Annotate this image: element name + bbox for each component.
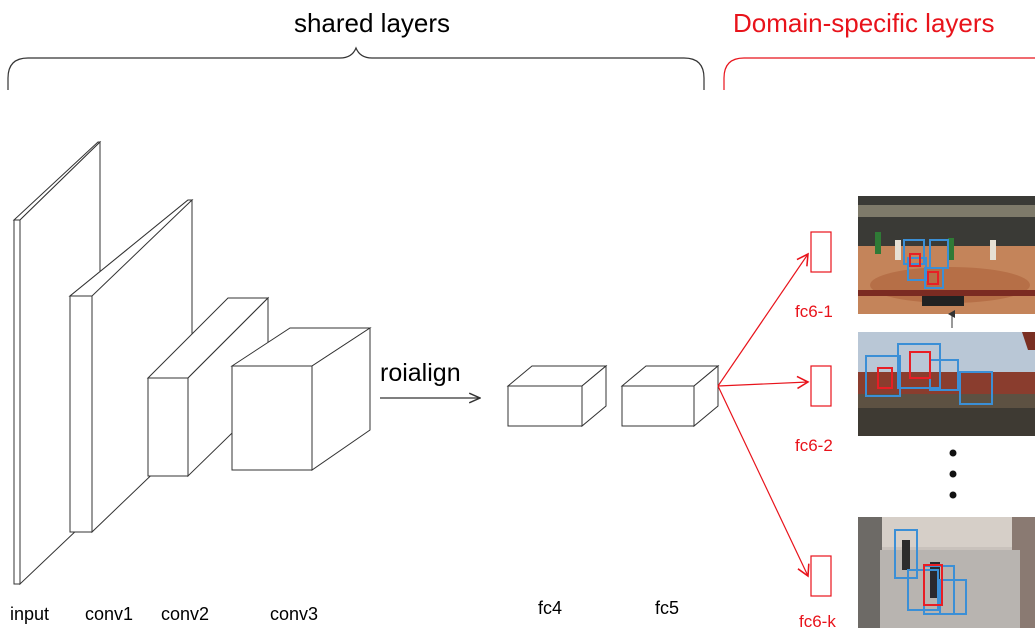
shared-layers-title: shared layers — [294, 8, 450, 38]
branch-arrow-k — [717, 385, 810, 578]
ellipsis-dot — [949, 449, 957, 457]
roialign-label: roialign — [380, 359, 461, 387]
thumbnail-crowd — [858, 332, 1035, 436]
fc5-label: fc5 — [655, 598, 679, 618]
branch-arrow-2 — [717, 375, 810, 390]
ellipsis-dot — [949, 470, 957, 478]
fc5-layer-block — [620, 364, 720, 428]
branch-arrow-1 — [717, 252, 809, 387]
fc6-k-label: fc6-k — [799, 612, 836, 628]
thumbnail-basketball — [858, 196, 1035, 314]
fc6-1-box — [810, 231, 832, 273]
fc4-label: fc4 — [538, 598, 562, 618]
input-label: input — [10, 604, 49, 624]
domain-specific-layers-title: Domain-specific layers — [733, 8, 995, 38]
conv2-label: conv2 — [161, 604, 209, 624]
fc6-1-label: fc6-1 — [795, 302, 833, 321]
shared-layers-brace — [7, 46, 705, 90]
ellipsis-dot — [949, 491, 957, 499]
thumbnail-corridor — [858, 517, 1035, 628]
conv3-label: conv3 — [270, 604, 318, 624]
fc6-k-box — [810, 555, 832, 597]
domain-layers-brace — [723, 57, 1035, 90]
fc4-layer-block — [506, 364, 608, 428]
fc6-2-label: fc6-2 — [795, 436, 833, 455]
fc6-2-box — [810, 365, 832, 407]
conv1-label: conv1 — [85, 604, 133, 624]
conv2-layer-block — [146, 296, 270, 478]
conv3-layer-block — [230, 327, 372, 471]
